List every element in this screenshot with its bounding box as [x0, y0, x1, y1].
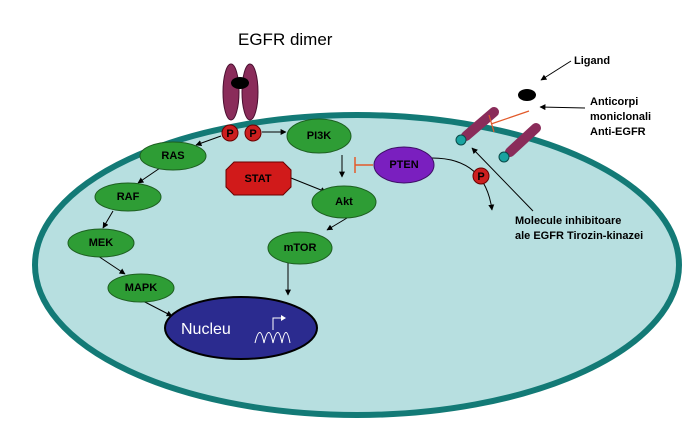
- svg-text:mTOR: mTOR: [284, 242, 317, 254]
- gene-expression-icon: [254, 332, 291, 344]
- egfr-receptor-lower: [498, 123, 541, 163]
- svg-text:RAF: RAF: [117, 191, 140, 203]
- svg-text:Akt: Akt: [335, 196, 353, 208]
- node-mtor: mTOR: [267, 231, 333, 265]
- svg-text:P: P: [477, 171, 484, 183]
- node-ras: RAS: [139, 141, 207, 171]
- label-ligand: Ligand: [574, 55, 610, 67]
- svg-text:MEK: MEK: [89, 237, 114, 249]
- node-akt: Akt: [311, 185, 377, 219]
- node-stat: STAT: [225, 161, 292, 196]
- svg-text:STAT: STAT: [244, 173, 271, 185]
- arrow-inhibitors: [471, 147, 534, 212]
- svg-text:P: P: [249, 128, 256, 140]
- node-pi3k: PI3K: [286, 118, 352, 154]
- label-inhibitors-2: ale EGFR Tirozin-kinazei: [515, 230, 643, 242]
- arrow-ligand: [540, 60, 572, 81]
- node-mapk: MAPK: [107, 273, 175, 303]
- phospho-right: P: [472, 167, 490, 185]
- svg-text:P: P: [226, 128, 233, 140]
- arrow-ras-to-raf: [137, 167, 161, 184]
- svg-text:PTEN: PTEN: [389, 159, 418, 171]
- svg-text:PI3K: PI3K: [307, 130, 332, 142]
- transcription-arrow-icon: [272, 317, 284, 330]
- arrow-mapk-to-nucleus: [142, 300, 173, 317]
- label-antibodies-1: Anticorpi: [590, 96, 638, 108]
- title-egfr-dimer: EGFR dimer: [238, 30, 333, 49]
- label-inhibitors-1: Molecule inhibitoare: [515, 215, 621, 227]
- phospho-dimer-right: P: [244, 124, 262, 142]
- svg-text:RAS: RAS: [161, 150, 184, 162]
- nucleus: Nucleu: [164, 296, 318, 360]
- antibody-symbol: [488, 110, 530, 133]
- phospho-dimer-left: P: [221, 124, 239, 142]
- arrow-p-to-ras: [195, 135, 222, 146]
- node-mek: MEK: [67, 228, 135, 258]
- label-antibodies-2: moniclonali: [590, 111, 651, 123]
- pten-inhibition-bar: [354, 157, 373, 173]
- cell-membrane: [32, 112, 682, 418]
- arrow-akt-to-mtor: [326, 217, 348, 231]
- node-pten: PTEN: [373, 146, 435, 184]
- label-antibodies-3: Anti-EGFR: [590, 126, 646, 138]
- arrow-pten-curve: [431, 157, 495, 211]
- ligand-molecule: [518, 89, 536, 101]
- nucleus-label: Nucleu: [181, 321, 231, 338]
- arrow-mek-to-mapk: [97, 255, 126, 275]
- node-raf: RAF: [94, 182, 162, 212]
- arrow-stat-to-akt: [290, 177, 327, 193]
- arrow-raf-to-mek: [102, 210, 114, 229]
- arrow-antibody: [539, 104, 586, 111]
- svg-text:MAPK: MAPK: [125, 282, 157, 294]
- egfr-dimer-receptor: [222, 63, 259, 121]
